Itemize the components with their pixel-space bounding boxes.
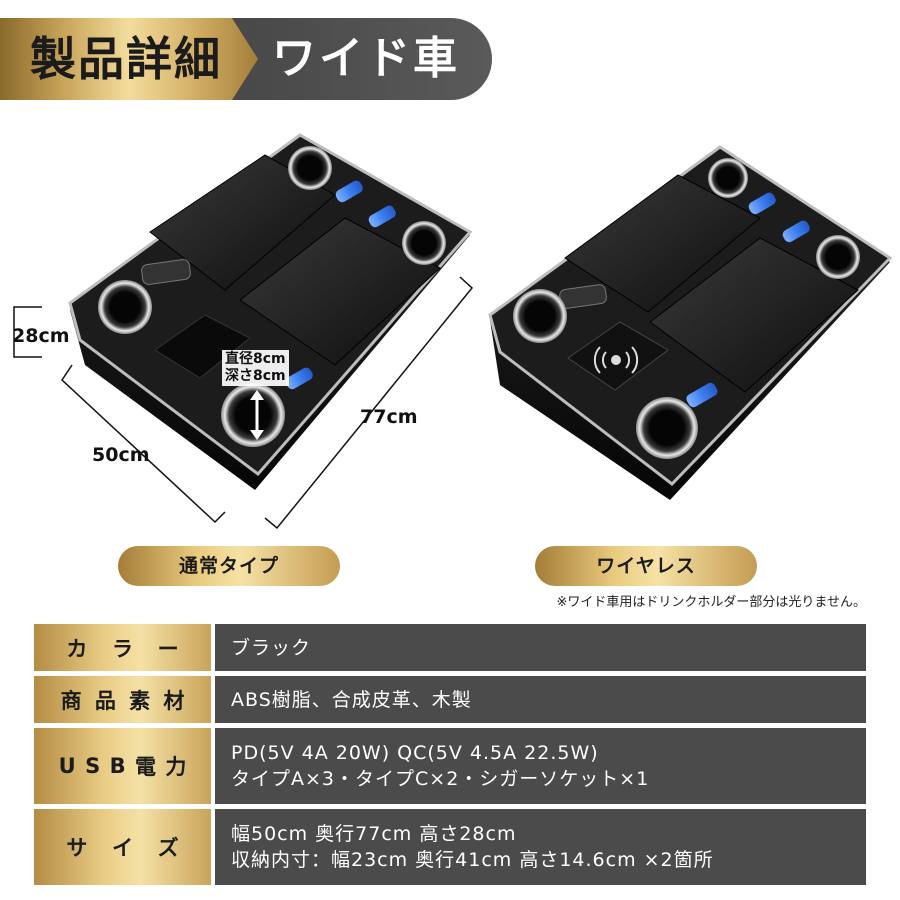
spec-label-color: カ ラ ー	[34, 624, 211, 671]
led-button	[285, 367, 313, 390]
armrest-rear	[564, 174, 761, 313]
depth-label: 77cm	[360, 406, 418, 428]
spec-row-usb: U S B 電 力 PD(5V 4A 20W) QC(5V 4.5A 22.5W…	[34, 728, 866, 804]
spec-value-material: ABS樹脂、合成皮革、木製	[215, 676, 866, 723]
storage-tray	[154, 314, 251, 379]
console-normal	[68, 133, 473, 490]
spec-row-material: 商 品 素 材 ABS樹脂、合成皮革、木製	[34, 676, 866, 723]
cup-holder-icon	[402, 221, 446, 265]
spec-row-size: サ イ ズ 幅50cm 奥行77cm 高さ28cm 収納内寸：幅23cm 奥行4…	[34, 809, 866, 885]
cup-depth: 深さ8cm	[225, 368, 286, 384]
cup-diameter: 直径8cm	[225, 351, 286, 367]
cup-holder-icon	[816, 235, 860, 279]
arrow-updown-icon	[250, 390, 264, 440]
led-button	[686, 382, 718, 408]
page-subtitle: ワイド車	[272, 33, 460, 84]
led-button	[782, 220, 810, 243]
wide-car-note: ※ワイド車用はドリンクホルダー部分は光りません。	[556, 595, 866, 610]
spec-label-size: サ イ ズ	[34, 809, 211, 885]
height-label: 28cm	[12, 325, 70, 347]
spec-value-color: ブラック	[215, 624, 866, 671]
wireless-charging-icon	[593, 346, 639, 374]
led-button	[368, 205, 396, 228]
product-illustrations	[13, 133, 893, 530]
header-banner: 製品詳細 ワイド車	[0, 18, 492, 100]
width-label: 50cm	[92, 444, 150, 466]
cup-holder-icon	[636, 397, 698, 459]
cup-holder-icon	[708, 158, 748, 198]
console-wireless	[488, 145, 893, 500]
cup-holder-icon	[221, 383, 285, 447]
armrest-rear	[149, 154, 336, 291]
armrest-front	[649, 237, 859, 393]
header-gold-band	[0, 18, 258, 100]
usb-panel	[141, 259, 191, 285]
spec-row-color: カ ラ ー ブラック	[34, 624, 866, 671]
led-button	[748, 192, 776, 215]
spec-value-size: 幅50cm 奥行77cm 高さ28cm 収納内寸：幅23cm 奥行41cm 高さ…	[215, 809, 866, 885]
page-title: 製品詳細	[30, 32, 222, 86]
spec-label-material: 商 品 素 材	[34, 676, 211, 723]
cup-holder-icon	[513, 289, 567, 343]
type-wireless-badge: ワイヤレス	[535, 546, 757, 586]
dimension-lines	[13, 276, 474, 530]
led-button	[335, 180, 363, 203]
cup-holder-icon	[98, 280, 152, 334]
armrest-front	[239, 217, 441, 366]
spec-value-usb: PD(5V 4A 20W) QC(5V 4.5A 22.5W) タイプA×3・タ…	[215, 728, 866, 804]
type-normal-badge: 通常タイプ	[118, 546, 340, 586]
cup-size-note: 直径8cm 深さ8cm	[222, 350, 289, 386]
spec-label-usb: U S B 電 力	[34, 728, 211, 804]
cup-holder-icon	[288, 146, 332, 190]
spec-table: カ ラ ー ブラック 商 品 素 材 ABS樹脂、合成皮革、木製 U S B 電…	[34, 624, 866, 890]
